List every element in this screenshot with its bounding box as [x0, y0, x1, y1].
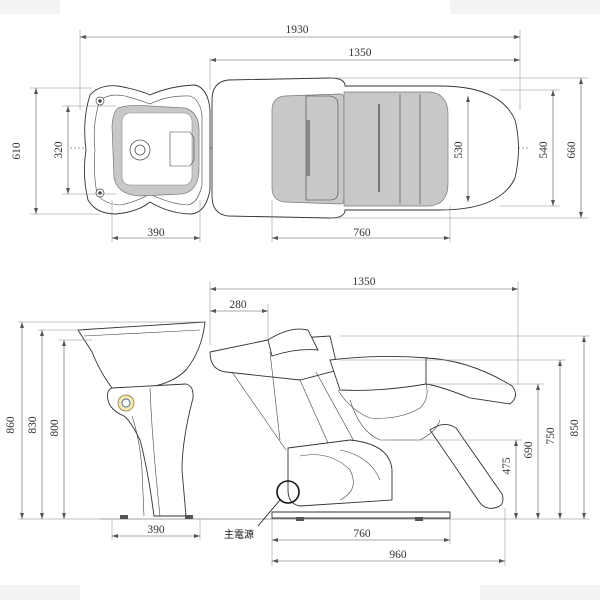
main-power-label: 主電源: [224, 528, 254, 541]
basin-rim-line: [83, 329, 201, 337]
backrest-pad: [305, 95, 339, 201]
dim-basin-height-rim: 800: [49, 419, 61, 437]
link-arm-3: [269, 351, 281, 441]
dim-basin-height-max: 860: [5, 416, 17, 434]
dim-back-height-mid: 750: [545, 427, 557, 445]
seat-side: [329, 355, 429, 391]
basin-pedestal: [107, 383, 194, 517]
chair-base-plate: [271, 511, 451, 519]
dim-back-height-max: 850: [569, 419, 581, 437]
top-view: 1930 1350 610 320 530 540 660: [11, 24, 588, 242]
legrest-side: [425, 357, 516, 405]
neck-rest: [169, 131, 195, 167]
base-foot-2: [415, 517, 423, 521]
side-view: 主電源 1350 280 860 830 800 475: [5, 276, 590, 566]
armrest-curve: [337, 383, 428, 419]
dim-armrest-height: 690: [523, 441, 535, 459]
seat-cushion-shaded: [343, 91, 449, 207]
dim-overall-width: 660: [566, 141, 578, 159]
dim-side-overall-length: 1350: [353, 276, 376, 288]
pedestal-line-1: [131, 415, 145, 517]
dim-basin-length: 390: [147, 227, 165, 239]
dim-basin-width: 610: [11, 142, 23, 160]
bowl-inner: [121, 112, 193, 186]
dim-chair-base-length: 760: [353, 528, 371, 540]
dim-seat-base-length: 760: [353, 227, 371, 239]
base-foot-1: [296, 517, 304, 521]
dim-seat-width: 540: [538, 141, 550, 159]
dim-seat-inner-width: 530: [453, 141, 465, 159]
main-power-leader: [257, 499, 281, 527]
handle-slot: [306, 120, 310, 176]
chair-base-housing: [287, 439, 393, 507]
base-curve: [299, 454, 354, 501]
dim-basin-height-mid: 830: [27, 416, 39, 434]
base-curve-2: [339, 449, 381, 481]
basin-side-bowl: [77, 321, 206, 389]
dim-headrest-offset: 280: [229, 299, 247, 311]
basin-top-inner: [93, 94, 203, 206]
dim-bowl-width: 320: [53, 141, 65, 159]
dim-basin-base-length: 390: [147, 524, 165, 536]
link-arm-4: [315, 371, 361, 453]
seat-groove: [378, 104, 380, 192]
basin-foot-left: [120, 515, 128, 519]
control-knob-center: [121, 398, 131, 408]
main-power-marker: [276, 480, 300, 504]
drain-inner: [134, 144, 146, 156]
arrows-280: [210, 309, 268, 313]
footrest-side: [429, 424, 504, 509]
dim-chair-total-base: 960: [389, 549, 407, 561]
dim-seat-length: 1350: [349, 47, 372, 59]
basin-foot-right: [185, 515, 193, 519]
mechanism-curve-1: [349, 399, 441, 441]
hole-bottom-dot: [98, 191, 102, 195]
headrest-side: [267, 328, 319, 357]
pedestal-line-2: [149, 387, 161, 517]
dim-overall-length: 1930: [286, 24, 309, 36]
link-arm-2: [231, 371, 287, 451]
hole-top-dot: [98, 99, 102, 103]
dim-seat-height: 475: [501, 457, 513, 475]
